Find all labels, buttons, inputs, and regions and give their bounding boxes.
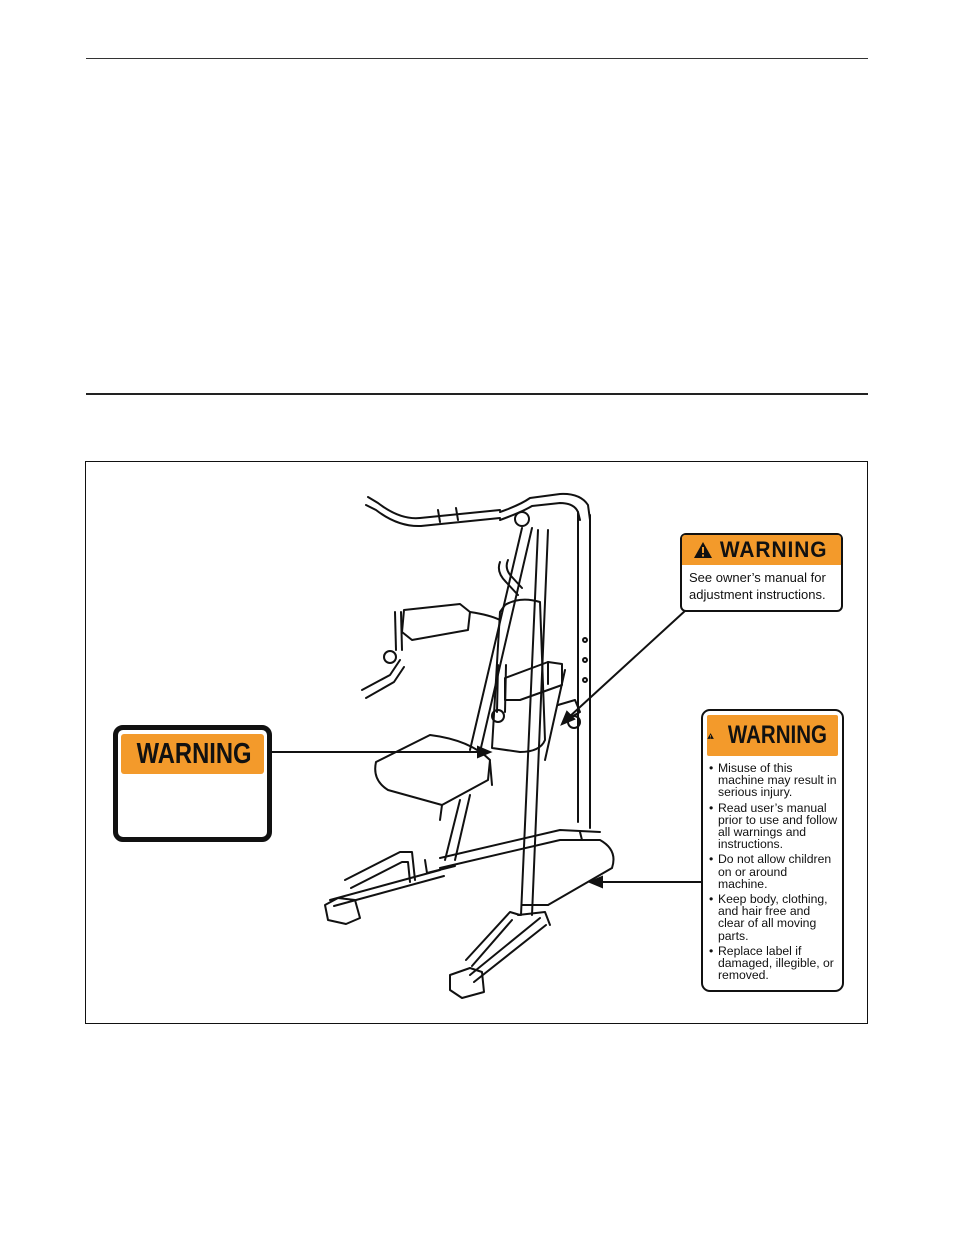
section-rule (86, 393, 868, 395)
warning-header: WARNING (682, 535, 841, 565)
label-text-line: See owner’s manual for (689, 570, 826, 585)
warning-label-figure-frame (85, 461, 868, 1024)
list-item: Keep body, clothing, and hair free and c… (709, 893, 838, 942)
warning-triangle-icon (707, 732, 714, 739)
warning-heading: WARNING (137, 737, 252, 770)
warning-heading: WARNING (719, 537, 828, 562)
list-item: Replace label if damaged, illegible, or … (709, 945, 838, 982)
adjustment-warning-label: WARNING See owner’s manual for adjustmen… (680, 533, 843, 612)
list-item: Do not allow children on or around machi… (709, 853, 838, 890)
warning-list: Misuse of this machine may result in ser… (703, 762, 842, 981)
warning-header: WARNING (121, 734, 264, 774)
misuse-warning-label: WARNING Misuse of this machine may resul… (701, 709, 844, 992)
seat-warning-label: WARNING (113, 725, 272, 842)
list-item: Read user’s manual prior to use and foll… (709, 802, 838, 851)
warning-triangle-icon (693, 542, 712, 558)
warning-header: WARNING (707, 715, 838, 756)
list-item: Misuse of this machine may result in ser… (709, 762, 838, 799)
warning-heading: WARNING (728, 721, 828, 749)
top-rule (86, 58, 868, 59)
label-text-line: adjustment instructions. (689, 587, 826, 602)
